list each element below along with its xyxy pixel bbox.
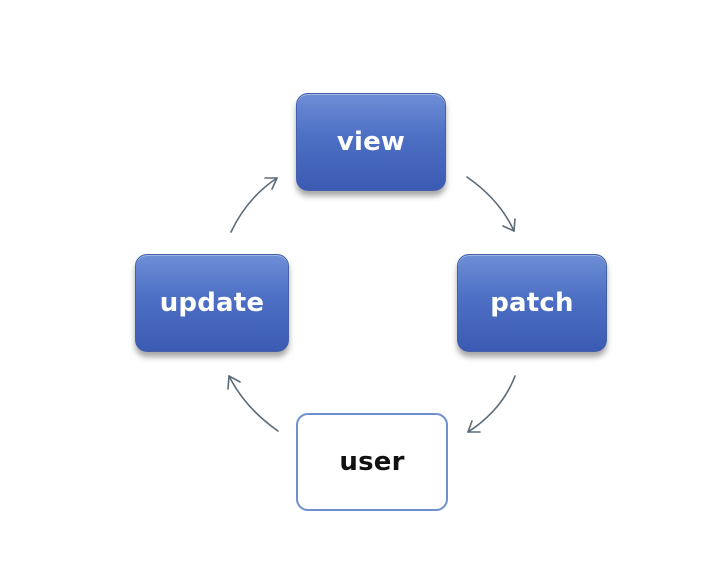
node-update: update: [135, 254, 289, 352]
node-user: user: [296, 413, 448, 511]
node-view: view: [296, 93, 446, 191]
arrow-user-to-update: [227, 375, 279, 432]
arrow-patch-to-user: [467, 375, 516, 433]
arrow-view-to-patch: [466, 176, 516, 232]
node-patch: patch: [457, 254, 607, 352]
arrow-update-to-view: [230, 177, 278, 233]
